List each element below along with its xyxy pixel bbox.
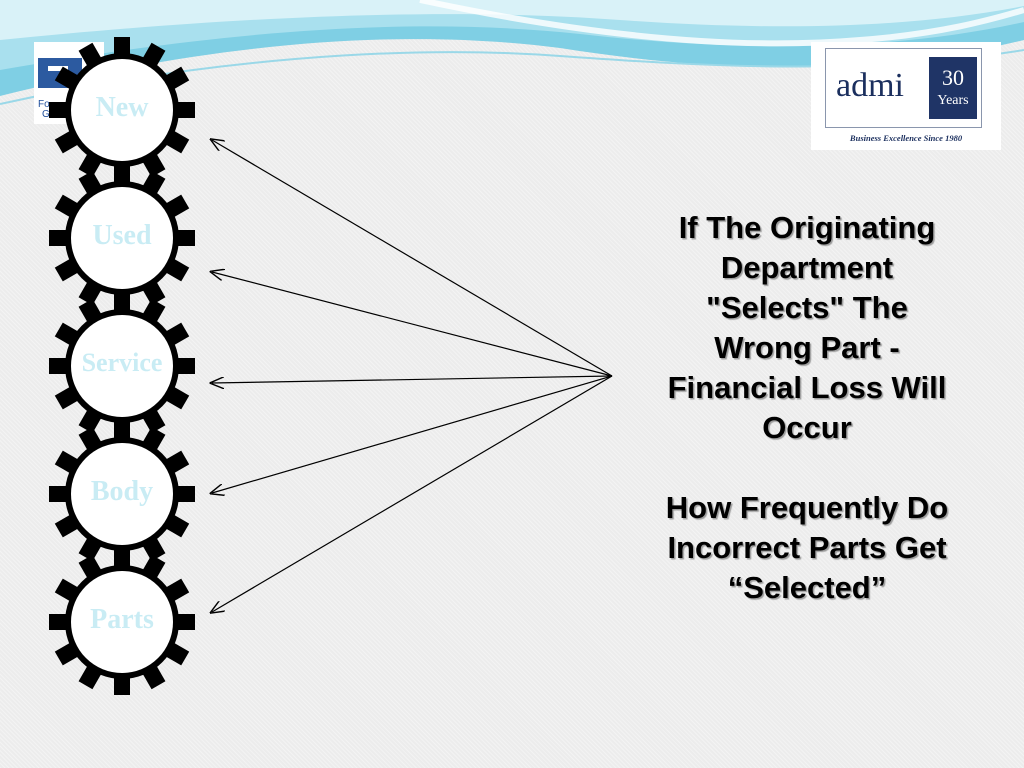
gear-used xyxy=(49,165,195,311)
gear-label-parts: Parts xyxy=(90,604,154,635)
arrow-to-body xyxy=(212,375,613,493)
statement-line-5: Financial Loss Will xyxy=(667,370,947,405)
gear-face xyxy=(71,571,173,673)
gear-label-body: Body xyxy=(90,476,154,507)
gear-new xyxy=(49,37,195,183)
gear-label-new: New xyxy=(95,92,149,123)
arrow-to-parts xyxy=(212,375,613,612)
arrow-layer xyxy=(212,140,613,612)
gear-face xyxy=(71,315,173,417)
arrow-to-new xyxy=(212,140,613,377)
admi-logo: admi 30 Years Business Excellence Since … xyxy=(811,42,1001,150)
statement-line-4: Wrong Part - xyxy=(714,330,900,365)
wave-band-light xyxy=(0,0,1024,40)
gear-parts xyxy=(49,549,195,695)
arrow-to-service xyxy=(212,375,613,383)
question-line-1: How Frequently Do xyxy=(665,490,949,525)
gear-label-service: Service xyxy=(81,348,163,377)
question-line-2: Incorrect Parts Get xyxy=(667,530,947,565)
gear-label-used: Used xyxy=(92,220,152,251)
gear-body xyxy=(49,421,195,567)
question-line-3: “Selected” xyxy=(727,570,887,605)
gear-service xyxy=(49,293,195,439)
partner-logo-text-2: G xyxy=(42,109,50,120)
admi-tagline: Business Excellence Since 1980 xyxy=(849,133,963,143)
statement-line-1: If The Originating xyxy=(678,210,936,245)
arrow-to-used xyxy=(212,272,613,377)
partner-logo-text-1: Fo xyxy=(38,99,50,110)
gear-layer xyxy=(49,37,195,695)
admi-badge-text: Years xyxy=(937,93,969,108)
gear-face xyxy=(71,187,173,289)
gear-face xyxy=(71,443,173,545)
statement-line-3: "Selects" The xyxy=(706,290,908,325)
statement-line-6: Occur xyxy=(762,410,852,445)
admi-logo-name: admi xyxy=(836,67,904,104)
admi-logo-box: admi 30 Years xyxy=(825,48,982,128)
admi-badge-number: 30 xyxy=(942,65,964,90)
wave-highlight xyxy=(419,0,1024,47)
gear-face xyxy=(71,59,173,161)
admi-logo-badge: 30 Years xyxy=(929,57,977,119)
main-statement: If The Originating Department "Selects" … xyxy=(630,208,984,608)
statement-line-2: Department xyxy=(720,250,894,285)
